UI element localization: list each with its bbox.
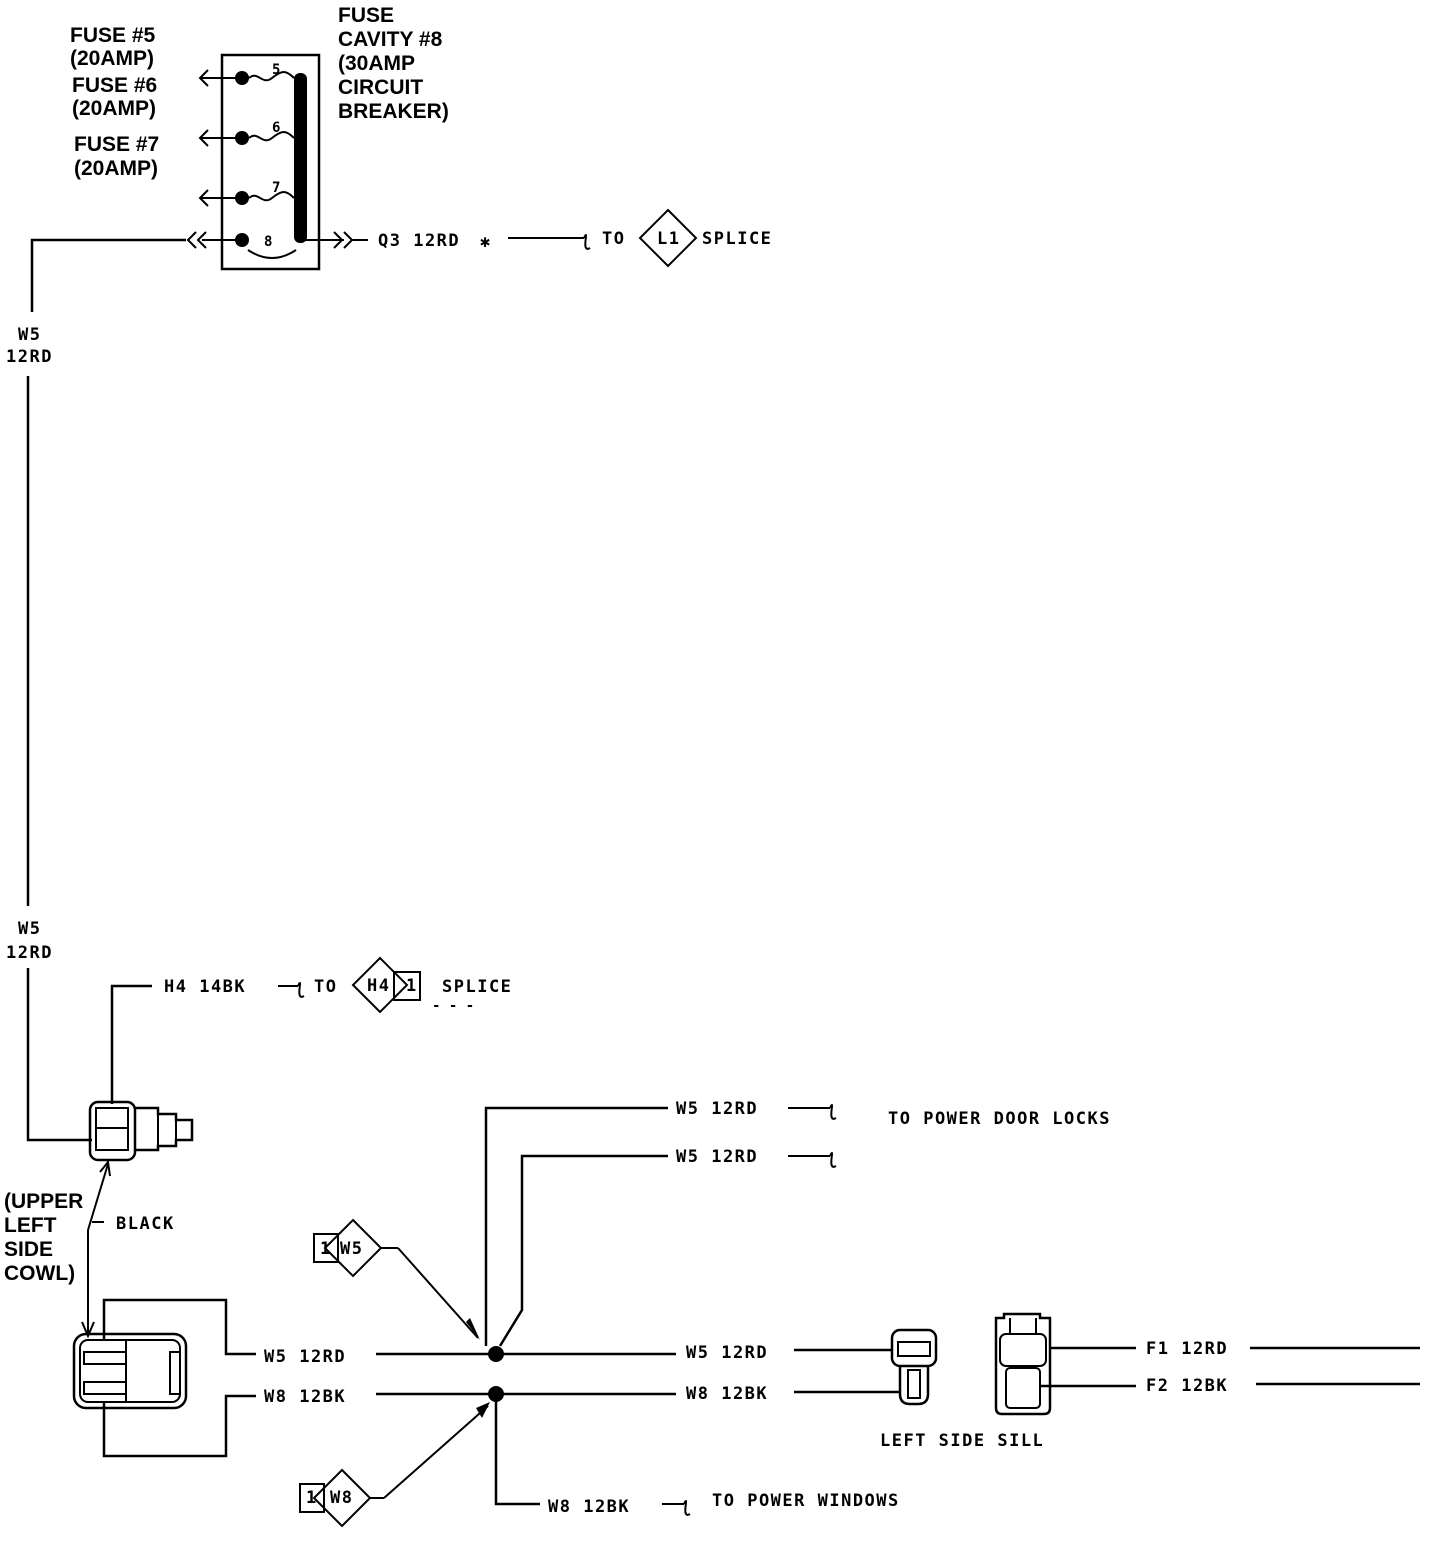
w8-diamond-icon [312, 1468, 372, 1528]
l1-diamond-icon [638, 208, 698, 268]
fuse6-rating: (20AMP) [72, 97, 156, 120]
door1-break-icon [829, 1104, 837, 1120]
fuse5-element [248, 71, 295, 82]
f2-label: F2 12BK [1146, 1376, 1228, 1396]
door2-break-icon [829, 1152, 837, 1168]
fuse6-number: 6 [272, 120, 280, 136]
fuse7-element [248, 191, 295, 202]
w5-feed: W5 12RD W5 12RD [6, 238, 186, 1142]
door-locks-dest: TO POWER DOOR LOCKS [888, 1109, 1111, 1129]
cavity8-label-3: (30AMP [338, 52, 415, 75]
windows-dest: TO POWER WINDOWS [712, 1491, 900, 1511]
w5-door1-label: W5 12RD [676, 1099, 758, 1119]
fuse5-rating: (20AMP) [70, 47, 154, 70]
fuse7-rating: (20AMP) [74, 157, 158, 180]
cavity8-number: 8 [264, 234, 272, 250]
w8-windows-label: W8 12BK [548, 1497, 630, 1517]
fuse5-arrow-icon [198, 69, 209, 87]
q3-to: TO [602, 229, 625, 249]
cowl-color-label: BLACK [116, 1214, 175, 1234]
sill-connector-a-top [890, 1328, 938, 1368]
fuse-block-outline [220, 53, 321, 271]
h4-diamond-label: H4 [367, 976, 390, 996]
w5-diamond-icon [323, 1218, 383, 1278]
fuse7-label: FUSE #7 [74, 133, 159, 156]
bus-wires: W5 12RD W8 12BK W5 12RD W5 12RD TO POWER… [264, 1099, 1111, 1517]
cowl-location-4: COWL) [4, 1262, 75, 1285]
fuse6-label: FUSE #6 [72, 74, 157, 97]
w5-splice-node [488, 1346, 504, 1362]
h4-circuit: H4 14BK TO H4 1 SPLICE - - - [110, 956, 512, 1104]
l1-splice-label: SPLICE [702, 229, 772, 249]
w5-upper-code: W5 [18, 325, 41, 345]
w5-diamond-label: W5 [340, 1239, 363, 1259]
fuse6-element [248, 131, 295, 142]
w5-sill-label: W5 12RD [686, 1343, 768, 1363]
h4-dashes: - - - [432, 998, 474, 1014]
cavity8-arc [247, 249, 297, 259]
cowl-location-2: LEFT [4, 1214, 57, 1237]
h4-wire-break-icon [297, 982, 305, 998]
w8-pointer-icon [476, 1402, 490, 1418]
cavity8-label-5: BREAKER) [338, 100, 449, 123]
f1-label: F1 12RD [1146, 1339, 1228, 1359]
h4-diamond-icon [351, 956, 409, 1014]
w5-pointer-icon [466, 1318, 480, 1340]
fuse-labels: FUSE #5 (20AMP) FUSE #6 (20AMP) FUSE #7 … [70, 4, 449, 180]
w8-splice-pin: 1 [306, 1488, 318, 1508]
windows-break-icon [683, 1500, 691, 1516]
fuse6-arrow-icon [198, 129, 209, 147]
cowl-connector-lower [72, 1298, 256, 1458]
fuse-block: 5 6 7 8 [186, 53, 368, 271]
h4-to: TO [314, 977, 337, 997]
wire-break-icon [583, 234, 591, 250]
w8-sill-label: W8 12BK [686, 1384, 768, 1404]
w5-upper-gauge: 12RD [6, 347, 53, 367]
cavity8-label-2: CAVITY #8 [338, 28, 443, 51]
h4-wire-label: H4 14BK [164, 977, 246, 997]
connector-lower-body [72, 1332, 188, 1410]
sill-connector-a-body [898, 1366, 930, 1406]
cowl-connector-upper [88, 1100, 194, 1162]
w5-connector-icon [186, 231, 207, 249]
q3-circuit: Q3 12RD ✱ TO L1 SPLICE [378, 208, 772, 268]
sill-connector-b-body [994, 1312, 1052, 1416]
w5-lower-code: W5 [18, 919, 41, 939]
q3-wire-label: Q3 12RD [378, 231, 460, 251]
w5-a-label: W5 12RD [264, 1347, 346, 1367]
fuse5-label: FUSE #5 [70, 24, 156, 47]
fuse7-arrow-icon [198, 189, 209, 207]
cowl-location-3: SIDE [4, 1238, 53, 1261]
cowl-labels: (UPPER LEFT SIDE COWL) BLACK [4, 1159, 175, 1339]
sill-label: LEFT SIDE SILL [880, 1431, 1044, 1451]
l1-diamond-label: L1 [657, 229, 680, 249]
cavity8-label-4: CIRCUIT [338, 76, 423, 99]
fuse5-number: 5 [272, 62, 280, 78]
w8-diamond-label: W8 [330, 1488, 353, 1508]
cavity8-label-1: FUSE [338, 4, 394, 27]
splice-references: 1 W5 1 W8 [299, 1218, 490, 1528]
q3-asterisk: ✱ [480, 232, 492, 252]
h4-pin-label: 1 [406, 976, 418, 996]
w8-a-label: W8 12BK [264, 1387, 346, 1407]
cowl-pointer-down-icon [81, 1321, 95, 1339]
cowl-location-1: (UPPER [4, 1190, 83, 1213]
w5-lower-gauge: 12RD [6, 943, 53, 963]
cowl-pointer-up-icon [99, 1159, 111, 1177]
h4-splice-label: SPLICE [442, 977, 512, 997]
left-side-sill: LEFT SIDE SILL F1 12RD F2 12BK [880, 1312, 1420, 1451]
fuse7-number: 7 [272, 180, 280, 196]
circuit-breaker-bar [294, 73, 307, 243]
w5-door2-label: W5 12RD [676, 1147, 758, 1167]
